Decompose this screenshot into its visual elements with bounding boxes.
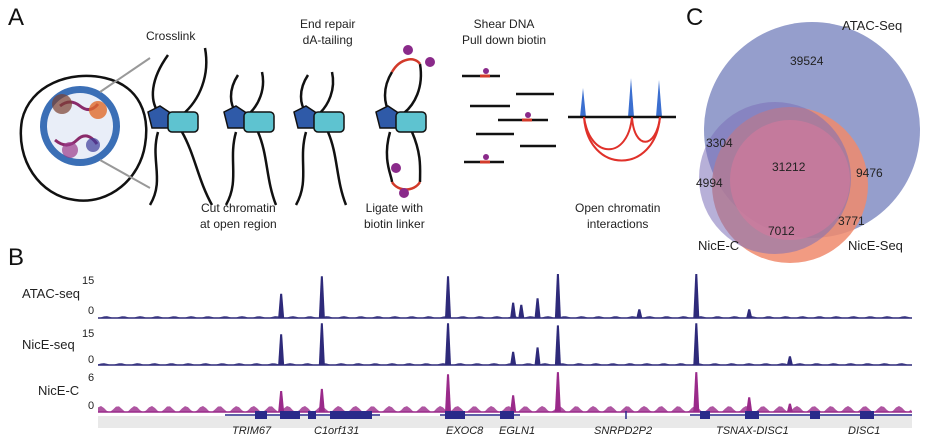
chromatin-crosslink-icon (147, 47, 214, 206)
gene-label: EXOC8 (446, 425, 484, 437)
venn-count-atac-niceseq: 9476 (856, 166, 883, 180)
venn-label-niceseq: NicE-Seq (848, 238, 903, 253)
interaction-arcs-icon (568, 78, 676, 162)
track-scale-min-atac: 0 (88, 305, 95, 317)
venn-count-atac-nicec: 3304 (706, 136, 733, 150)
chromatin-cut-icon (223, 71, 278, 206)
venn-count-nicec-only: 4994 (696, 176, 723, 190)
panel-label-b: B (8, 244, 25, 271)
venn-count-niceseq-only: 3771 (838, 214, 865, 228)
venn-count-atac-only: 39524 (790, 54, 824, 68)
panel-label-a: A (8, 4, 25, 31)
gene-label: DISC1 (848, 425, 881, 437)
track-name-atac: ATAC-seq (22, 286, 81, 301)
gene-label: TRIM67 (232, 425, 272, 437)
genome-browser-tracks (98, 274, 912, 413)
sheared-dna-icon (462, 74, 556, 164)
track-scale-min-niceseq: 0 (88, 354, 95, 366)
venn-count-all-three: 31212 (772, 160, 806, 174)
panel-label-c: C (686, 4, 704, 31)
gene-annotation-track (98, 411, 912, 428)
venn-diagram (699, 22, 920, 263)
gene-label: SNRPD2P2 (594, 425, 653, 437)
venn-count-nicec-niceseq: 7012 (768, 224, 795, 238)
track-scale-max-atac: 15 (82, 275, 95, 287)
chromatin-end-repair-icon (293, 71, 348, 206)
gene-label: C1orf131 (314, 425, 360, 437)
track-scale-min-nicec: 0 (88, 400, 95, 412)
track-name-niceseq: NicE-seq (22, 337, 75, 352)
gene-label: EGLN1 (499, 425, 536, 437)
venn-label-nicec: NicE-C (698, 238, 740, 253)
step-crosslink-label: Crosslink (146, 29, 196, 43)
cell-icon (19, 74, 148, 202)
track-name-nicec: NicE-C (38, 383, 80, 398)
gene-label: TSNAX-DISC1 (716, 425, 789, 437)
track-scale-max-niceseq: 15 (82, 328, 95, 340)
chromatin-ligate-icon (375, 45, 435, 198)
venn-label-atac: ATAC-Seq (842, 18, 903, 33)
track-scale-max-nicec: 6 (88, 372, 95, 384)
